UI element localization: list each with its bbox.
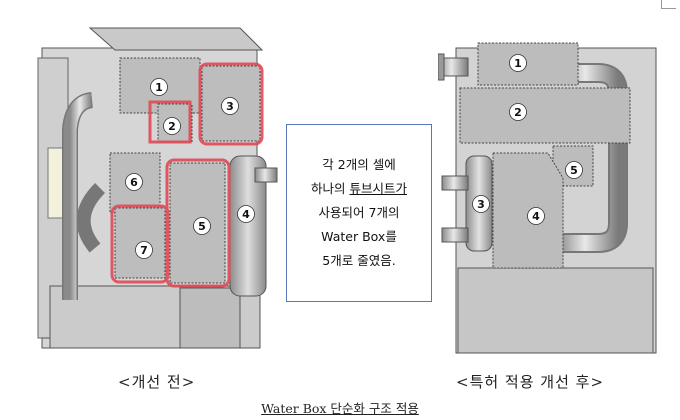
left-marker-2 xyxy=(163,117,181,135)
note-line-1: 각 2개의 셀에 xyxy=(322,157,396,172)
right-label-5: 5 xyxy=(570,164,578,177)
right-label-3: 3 xyxy=(477,198,485,211)
explanation-note: 각 2개의 셀에 하나의 튜브시트가 사용되어 7개의 Water Box를 5… xyxy=(286,124,432,302)
right-marker-1 xyxy=(509,54,527,72)
left-label-6: 6 xyxy=(130,176,138,189)
right-label-2: 2 xyxy=(514,106,522,119)
left-marker-5 xyxy=(193,217,211,235)
left-marker-4 xyxy=(237,205,255,223)
note-line-5: 5개로 줄였음. xyxy=(322,253,396,268)
corner-mark xyxy=(661,0,676,9)
left-label-3: 3 xyxy=(226,100,234,113)
left-marker-6 xyxy=(125,173,143,191)
note-line-2: 하나의 튜브시트가 xyxy=(311,177,407,201)
left-label-4: 4 xyxy=(242,208,250,221)
left-label-7: 7 xyxy=(140,244,148,257)
note-line-2-underlined: 튜브시트가 xyxy=(349,181,407,196)
left-marker-3 xyxy=(221,97,239,115)
right-marker-5 xyxy=(565,161,583,179)
caption-before: <개선 전> xyxy=(118,373,196,391)
before-unit-illustration: 1 2 3 4 5 6 7 xyxy=(37,27,278,349)
left-label-5: 5 xyxy=(198,220,206,233)
right-marker-3 xyxy=(472,195,490,213)
left-label-1: 1 xyxy=(155,81,163,94)
note-line-2-plain: 하나의 xyxy=(311,181,350,196)
left-label-2: 2 xyxy=(168,120,176,133)
note-line-3: 사용되어 7개의 xyxy=(318,205,400,220)
left-marker-1 xyxy=(150,78,168,96)
right-label-1: 1 xyxy=(514,57,522,70)
caption-after: <특허 적용 개선 후> xyxy=(456,373,605,391)
right-label-4: 4 xyxy=(532,210,540,223)
figure-title: Water Box 단순화 구조 적용 xyxy=(261,401,419,416)
note-line-4: Water Box를 xyxy=(321,229,397,244)
after-unit-illustration: 1 2 3 4 5 xyxy=(438,42,657,354)
left-marker-7 xyxy=(135,241,153,259)
right-marker-4 xyxy=(527,207,545,225)
right-marker-2 xyxy=(509,103,527,121)
